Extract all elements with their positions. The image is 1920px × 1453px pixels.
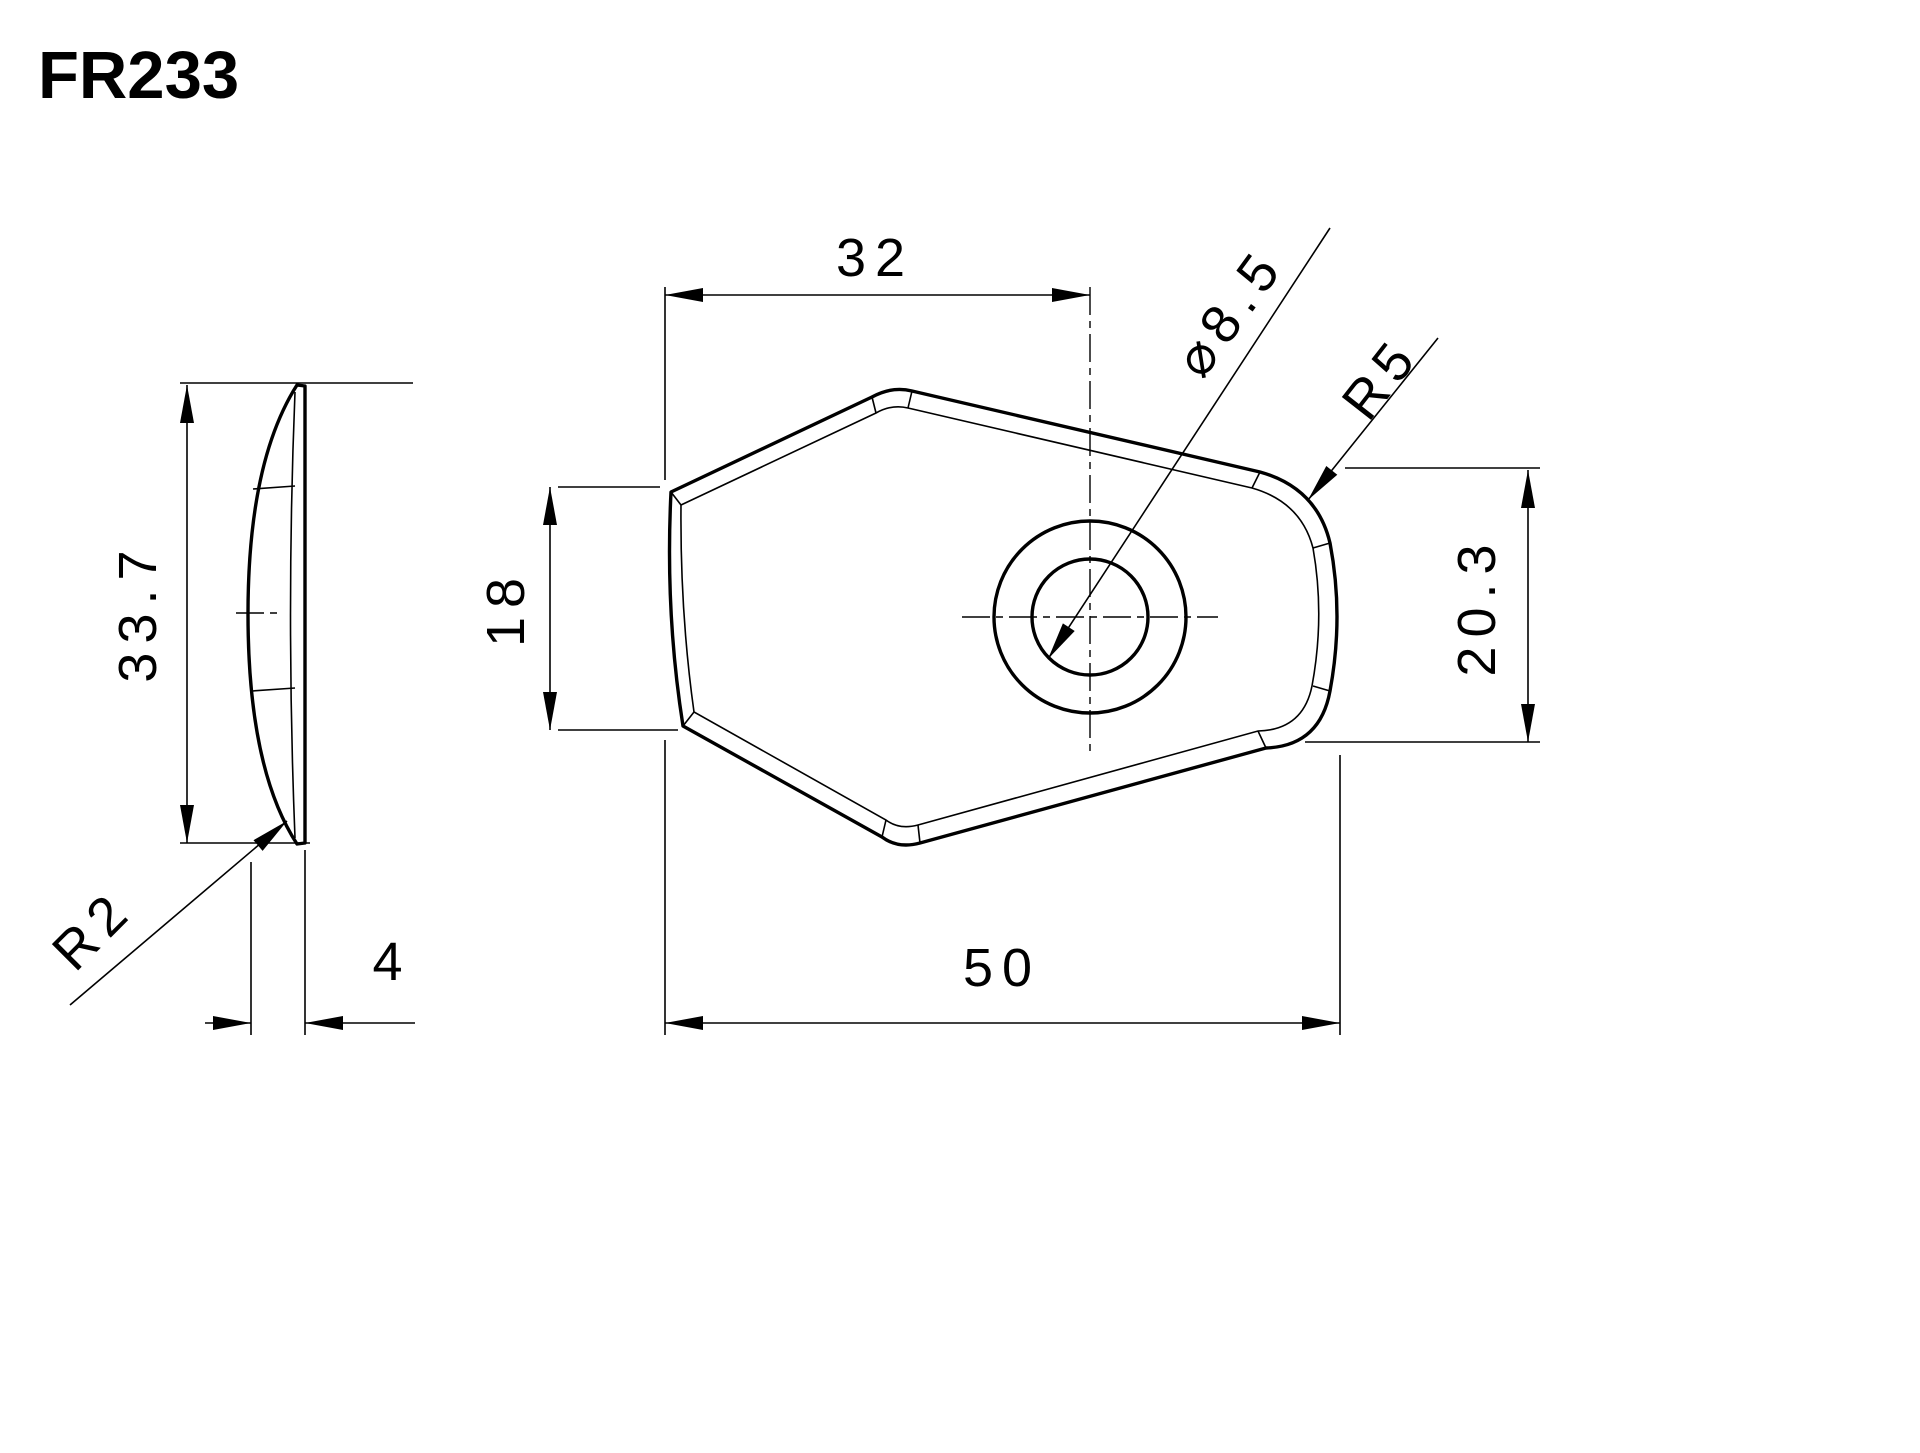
arrowhead xyxy=(1052,288,1090,302)
arrowhead xyxy=(1521,704,1535,742)
arrowhead xyxy=(305,1016,343,1030)
dim-label-top-width: 32 xyxy=(836,228,914,288)
leader-corner-radius: R5 xyxy=(1307,325,1439,501)
side-view xyxy=(236,383,307,846)
dim-label-overall-width: 50 xyxy=(963,938,1041,998)
part-number: FR233 xyxy=(38,38,239,113)
dim-label-hole-diameter: ⌀8.5 xyxy=(1164,236,1297,387)
front-view-chamfer-outline xyxy=(680,406,1320,828)
dim-label-right-height: 20.3 xyxy=(1447,535,1507,676)
arrowhead xyxy=(543,487,557,525)
arrowhead xyxy=(1048,623,1075,659)
side-view-inner-edge xyxy=(289,391,296,839)
leader-edge-radius: R2 xyxy=(41,820,288,1006)
front-view xyxy=(667,287,1339,847)
dim-right-height: 20.3 xyxy=(1305,467,1540,743)
arrowhead xyxy=(665,1016,703,1030)
arrowhead xyxy=(180,385,194,423)
dim-label-edge-radius: R2 xyxy=(41,878,145,982)
leader-line xyxy=(1047,227,1331,660)
dim-label-left-height: 18 xyxy=(476,569,536,647)
dim-label-side-height: 33.7 xyxy=(108,541,168,682)
dim-side-thickness: 4 xyxy=(205,850,415,1035)
dim-overall-width: 50 xyxy=(664,740,1341,1035)
dim-top-width: 32 xyxy=(664,228,1090,480)
side-break-line-top xyxy=(252,485,296,490)
dim-label-side-thickness: 4 xyxy=(372,932,411,992)
dim-label-corner-radius: R5 xyxy=(1331,325,1432,431)
arrowhead xyxy=(1521,470,1535,508)
side-view-outline xyxy=(246,383,307,846)
arrowhead xyxy=(180,805,194,843)
arrowhead xyxy=(213,1016,251,1030)
leader-line xyxy=(69,820,288,1006)
front-view-outline xyxy=(667,387,1339,847)
arrowhead xyxy=(1302,1016,1340,1030)
dim-left-height: 18 xyxy=(476,486,678,731)
arrowhead xyxy=(543,692,557,730)
arrowhead xyxy=(253,821,287,851)
arrowhead xyxy=(665,288,703,302)
dim-side-height: 33.7 xyxy=(108,382,413,844)
arrowhead xyxy=(1308,466,1338,500)
side-break-line-bottom xyxy=(251,687,296,692)
front-view-break-lines xyxy=(670,390,1331,844)
